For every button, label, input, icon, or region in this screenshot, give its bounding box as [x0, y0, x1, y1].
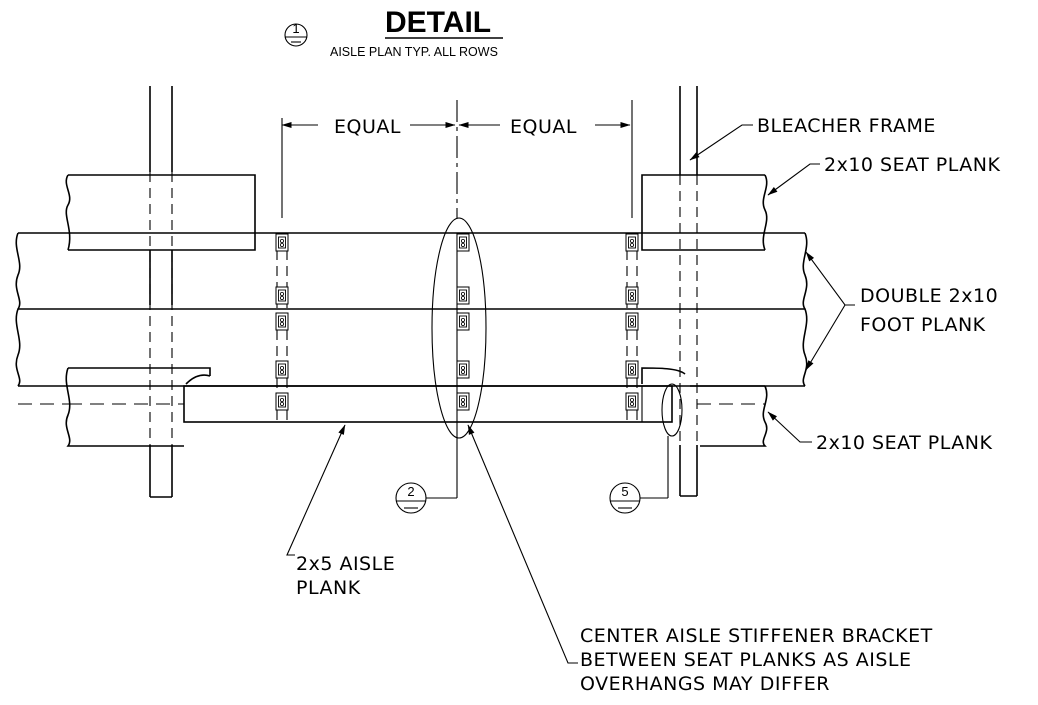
- title-block: 1 DETAIL AISLE PLAN TYP. ALL ROWS: [284, 6, 503, 59]
- detail-subtitle: AISLE PLAN TYP. ALL ROWS: [330, 45, 498, 59]
- label-aisle-plank-line2: PLANK: [296, 577, 361, 599]
- stiffener-bracket: [456, 392, 470, 411]
- seat-plank-top-left: [65, 174, 256, 251]
- label-bracket-line1: CENTER AISLE STIFFENER BRACKET: [580, 625, 933, 647]
- leader-aisle-plank: 2x5 AISLE PLANK: [286, 424, 395, 599]
- detail-ref-2: 2: [395, 482, 457, 514]
- leader-foot-plank: DOUBLE 2x10 FOOT PLANK: [805, 251, 998, 371]
- label-foot-plank-line2: FOOT PLANK: [860, 314, 986, 336]
- bleacher-frame-right: [679, 86, 698, 497]
- dimension-right-label: EQUAL: [510, 116, 577, 138]
- detail-ref-5: 5: [609, 436, 669, 514]
- bleacher-frame-left: [149, 86, 173, 498]
- leader-bleacher-frame: BLEACHER FRAME: [689, 115, 936, 161]
- stiffener-brackets: [275, 233, 639, 411]
- bracket-column-right: [626, 100, 638, 420]
- stiffener-bracket: [456, 312, 470, 331]
- stiffener-bracket: [275, 286, 289, 305]
- seat-plank-top-right: [641, 174, 768, 251]
- leader-bracket: CENTER AISLE STIFFENER BRACKET BETWEEN S…: [467, 424, 933, 695]
- stiffener-bracket: [456, 233, 470, 252]
- stiffener-bracket: [275, 233, 289, 252]
- stiffener-bracket: [275, 312, 289, 331]
- detail-ref-5-number: 5: [621, 484, 628, 499]
- label-foot-plank-line1: DOUBLE 2x10: [860, 285, 998, 307]
- detail-ref-2-number: 2: [407, 484, 414, 499]
- label-seat-plank-top: 2x10 SEAT PLANK: [824, 154, 1000, 176]
- stiffener-bracket: [625, 312, 639, 331]
- stiffener-bracket: [456, 360, 470, 379]
- detail-number: 1: [292, 21, 299, 36]
- label-bracket-line2: BETWEEN SEAT PLANKS AS AISLE: [580, 649, 912, 671]
- seat-plank-bottom-left: [65, 367, 211, 447]
- leader-seat-plank-top: 2x10 SEAT PLANK: [767, 154, 1000, 196]
- stiffener-bracket: [275, 392, 289, 411]
- detail-number-bubble: [284, 23, 308, 47]
- bracket-column-left: [276, 118, 288, 420]
- stiffener-bracket: [275, 360, 289, 379]
- double-foot-plank: [15, 232, 808, 387]
- stiffener-bracket: [625, 286, 639, 305]
- detail-title: DETAIL: [385, 6, 491, 39]
- label-bracket-line3: OVERHANGS MAY DIFFER: [580, 673, 830, 695]
- stiffener-bracket: [456, 286, 470, 305]
- label-seat-plank-bottom: 2x10 SEAT PLANK: [816, 432, 992, 454]
- aisle-plank: [183, 385, 673, 423]
- label-aisle-plank-line1: 2x5 AISLE: [296, 553, 395, 575]
- leader-seat-plank-bottom: 2x10 SEAT PLANK: [767, 411, 992, 454]
- dimension-line: EQUAL EQUAL: [281, 116, 631, 138]
- stiffener-bracket: [625, 360, 639, 379]
- label-bleacher-frame: BLEACHER FRAME: [757, 115, 936, 137]
- stiffener-bracket: [625, 392, 639, 411]
- dimension-left-label: EQUAL: [334, 116, 401, 138]
- overhang-highlight-ellipse: [661, 383, 683, 437]
- seat-plank-bottom-right: [641, 367, 768, 447]
- stiffener-bracket: [625, 233, 639, 252]
- bracket-highlight-ellipse: [431, 217, 487, 439]
